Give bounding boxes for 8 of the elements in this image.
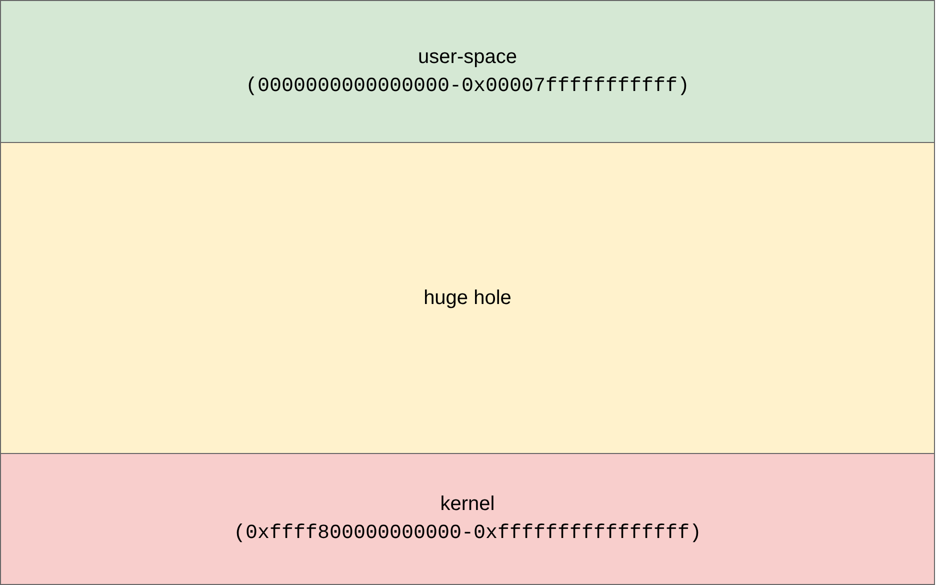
- region-name: user-space: [418, 44, 517, 70]
- address-range: (0xffff800000000000-0xffffffffffffffff): [233, 521, 702, 547]
- memory-region-band: [0, 453, 935, 585]
- memory-region-band: [0, 0, 935, 143]
- memory-region-band: [0, 142, 935, 454]
- region-name: kernel: [440, 492, 495, 517]
- region-name: huge hole: [424, 286, 512, 311]
- address-range: (0000000000000000-0x00007fffffffffff): [245, 74, 690, 100]
